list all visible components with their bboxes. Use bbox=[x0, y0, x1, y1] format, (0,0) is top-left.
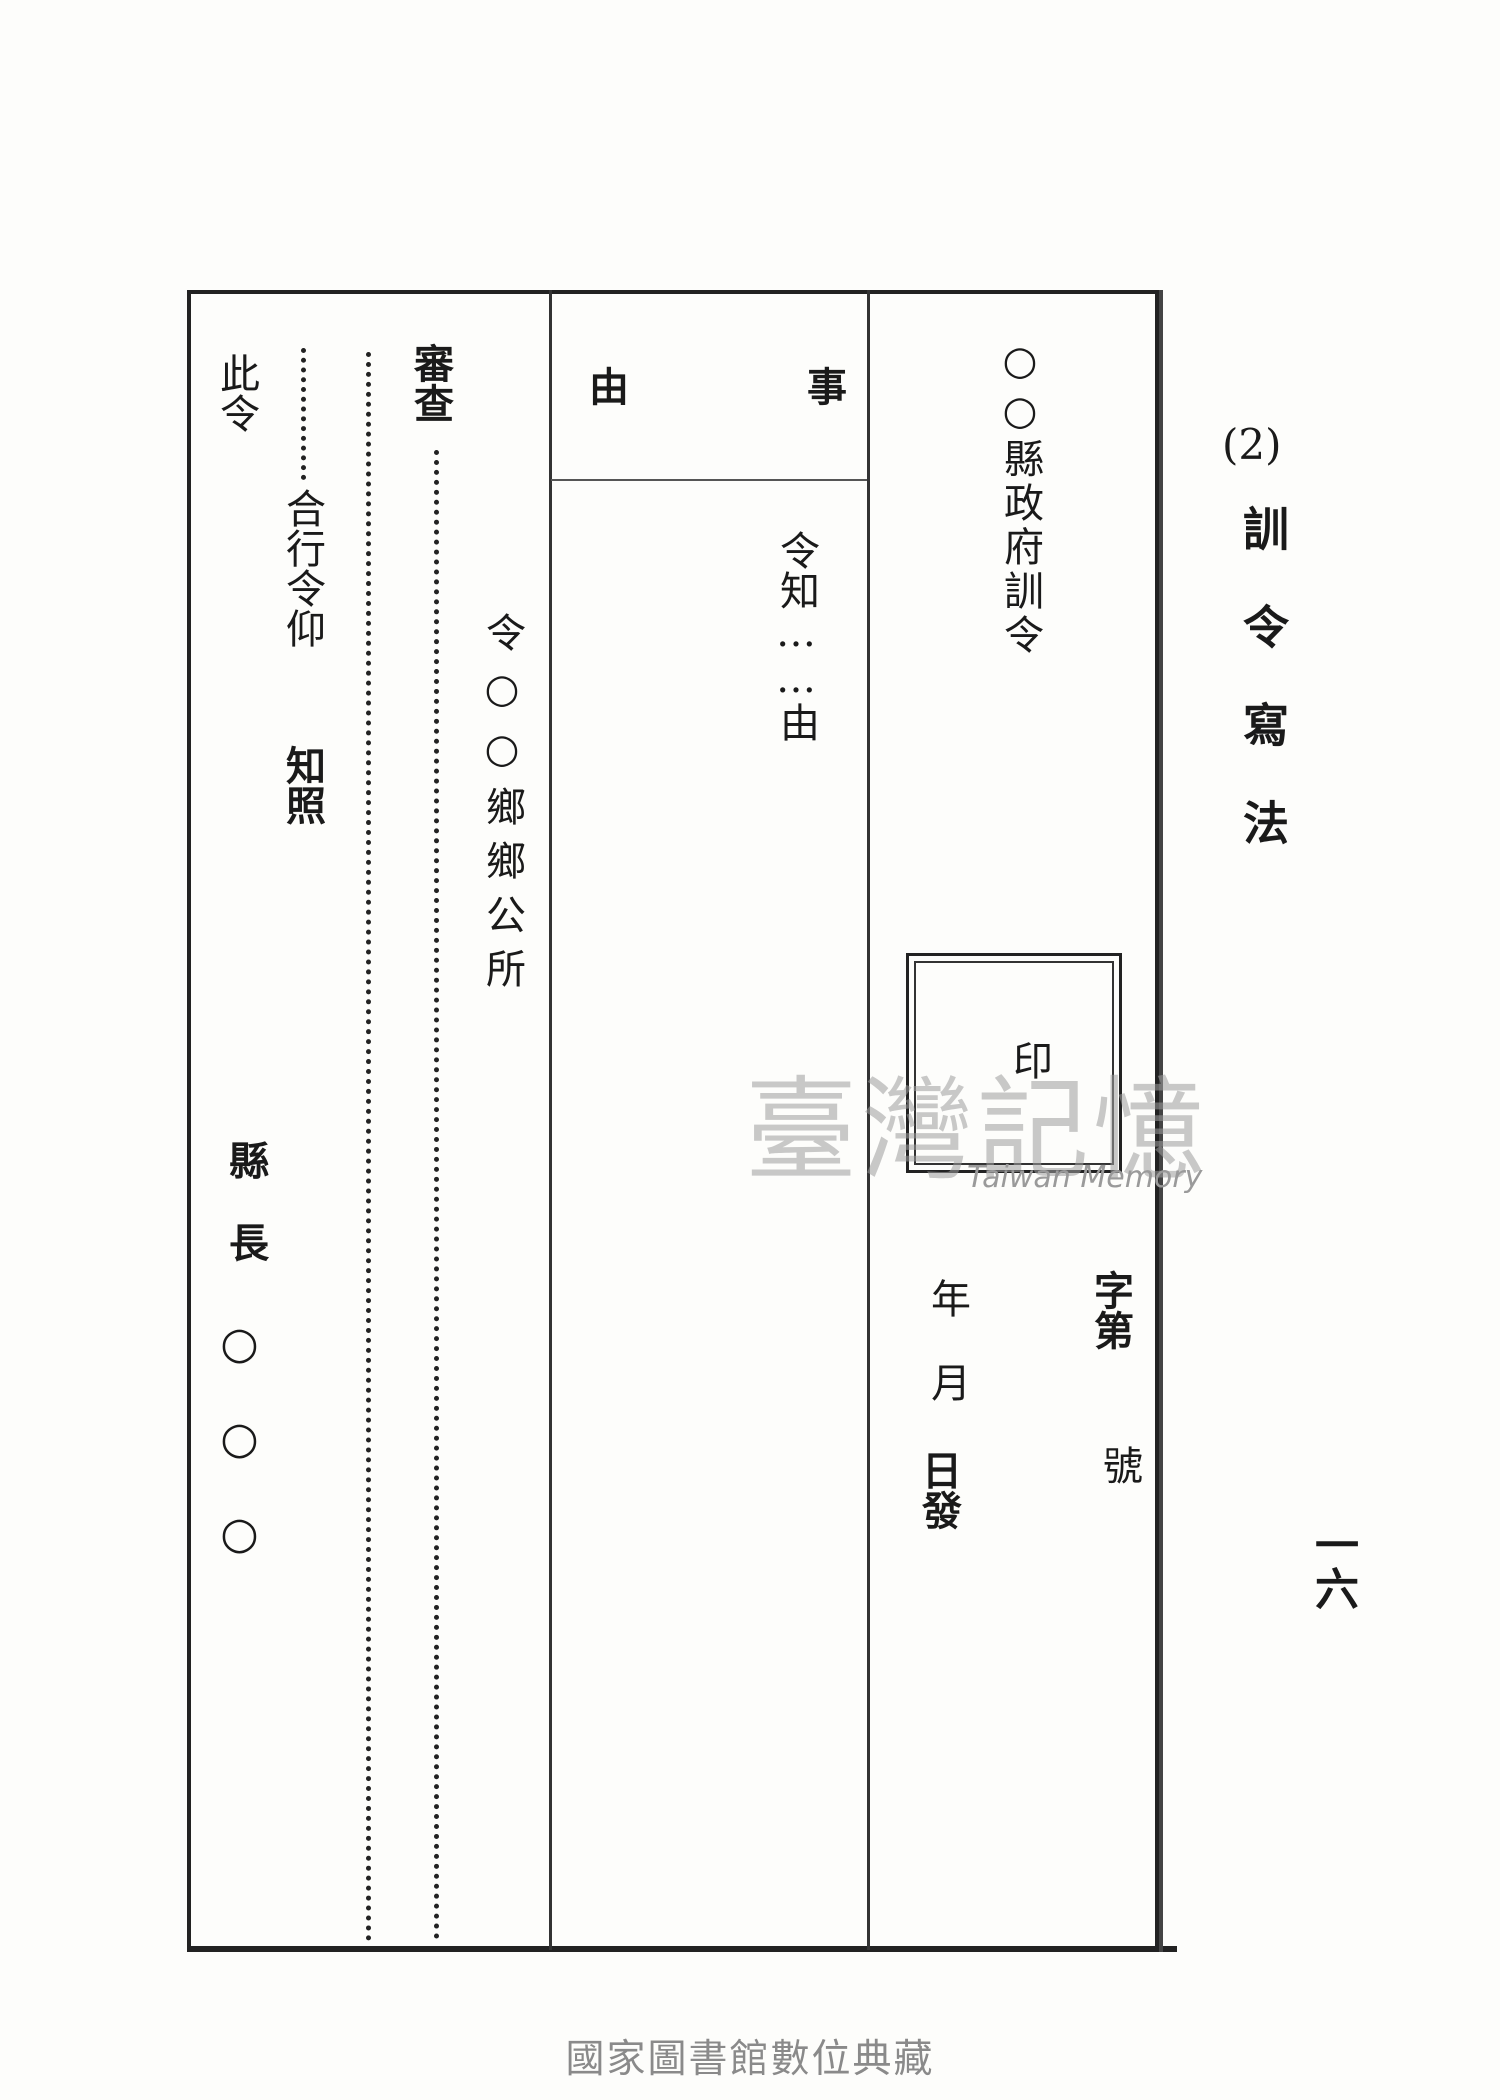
seal-box bbox=[906, 953, 1122, 1173]
date-month: 月 bbox=[924, 1362, 970, 1402]
seal-label: 印 bbox=[1006, 1040, 1052, 1080]
section-number: (2) bbox=[1222, 420, 1282, 469]
ruled-dotted-line-3 bbox=[301, 348, 306, 480]
subject-header-rule bbox=[551, 479, 867, 481]
doc-number-prefix: 字第 bbox=[1087, 1270, 1134, 1350]
column-divider-right bbox=[867, 290, 870, 1950]
signature-title: 縣長 bbox=[222, 1140, 269, 1304]
recipient: 令○○鄉鄉公所 bbox=[479, 612, 525, 1002]
ruled-dotted-line-1 bbox=[434, 450, 439, 1940]
subject-label-b: 由 bbox=[582, 366, 629, 406]
date-day: 日發 bbox=[915, 1450, 962, 1530]
body-order: 合行令仰 bbox=[279, 488, 325, 648]
seal-box-inner bbox=[914, 961, 1114, 1165]
doc-number-suffix: 號 bbox=[1096, 1445, 1142, 1485]
section-title: 訓令寫法 bbox=[1236, 505, 1290, 897]
subject-body: 令知……由 bbox=[773, 530, 819, 742]
column-divider-left bbox=[549, 290, 552, 1950]
frame-right-rule bbox=[1159, 290, 1163, 1952]
watermark-logo: 臺灣記憶 bbox=[745, 1066, 1209, 1196]
subject-label-a: 事 bbox=[800, 366, 847, 406]
body-notice: 知照 bbox=[279, 745, 326, 825]
page-number: 一六 bbox=[1307, 1522, 1358, 1610]
body-closing: 此令 bbox=[213, 353, 259, 433]
date-year: 年 bbox=[924, 1278, 970, 1318]
frame-bottom-rule bbox=[187, 1946, 1177, 1952]
watermark-logo-sub: Taiwan Memory bbox=[967, 1160, 1203, 1195]
document-header: ○○縣政府訓令 bbox=[997, 338, 1043, 658]
footer-credit: 國家圖書館數位典藏 bbox=[565, 2037, 935, 2082]
body-review: 審查 bbox=[407, 343, 454, 423]
ruled-dotted-line-2 bbox=[366, 352, 371, 1942]
signature-name: ○○○ bbox=[214, 1318, 265, 1603]
